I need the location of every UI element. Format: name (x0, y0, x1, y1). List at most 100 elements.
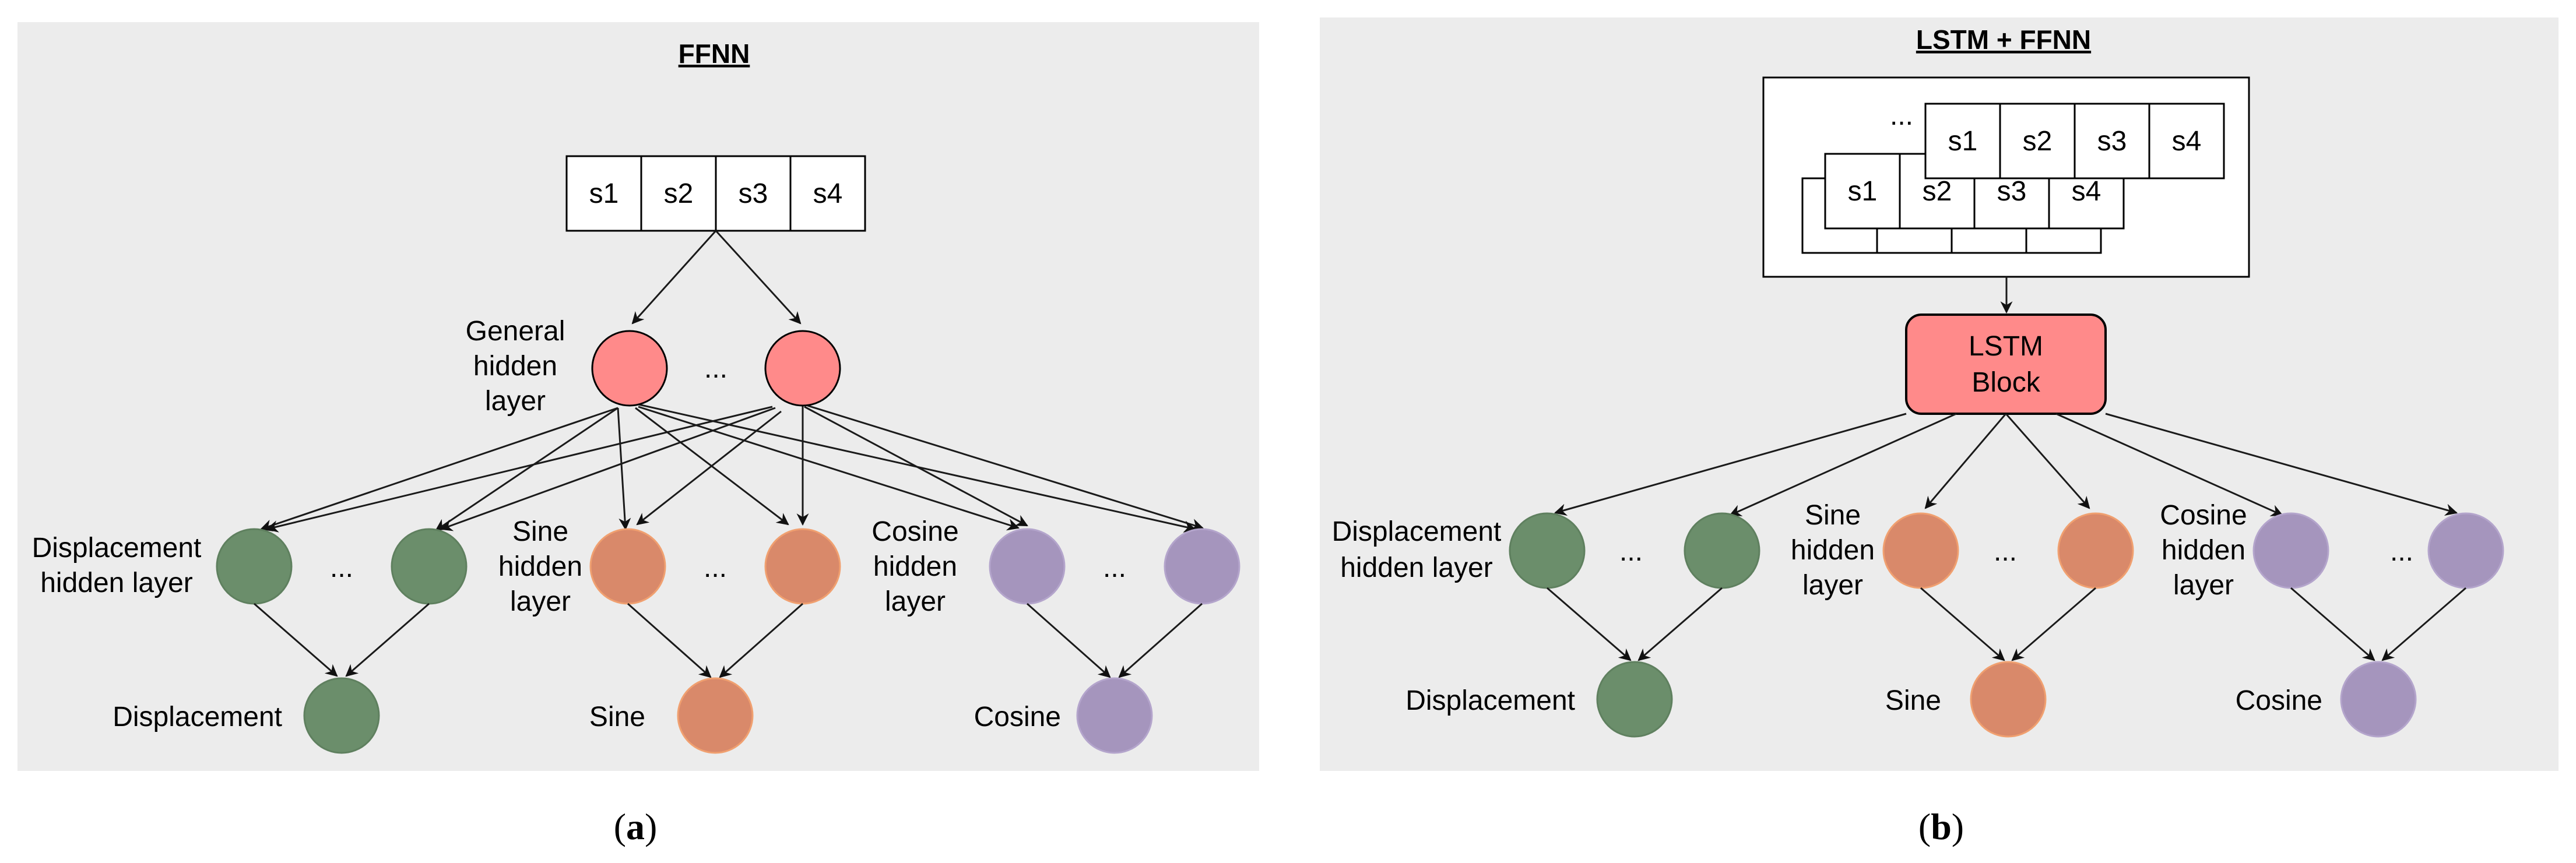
edge (2290, 587, 2375, 661)
general-hidden-node (764, 330, 841, 407)
edge (719, 603, 803, 678)
edge (1027, 603, 1111, 678)
ellipsis: ... (2390, 536, 2413, 567)
edge (617, 407, 631, 531)
input-cell-s1 (1924, 103, 2001, 179)
panel-a-cosine-hidden: ... Cosine hidden layer (871, 516, 1240, 617)
cosine-hidden-label-line2: hidden (2162, 535, 2245, 566)
panel-b-caption: (b) (1918, 806, 1964, 847)
edge (2055, 413, 2283, 516)
ellipsis: ... (704, 552, 727, 583)
panel-b-title: LSTM + FFNN (1916, 24, 2091, 55)
edge (2005, 413, 2090, 509)
input-cell-s1 (565, 155, 642, 232)
edge (1547, 587, 1632, 661)
edge (1637, 587, 1723, 661)
edge (638, 403, 1197, 533)
edge (265, 406, 773, 533)
sine-hidden-label-line3: layer (510, 586, 571, 617)
sine-output-node (1970, 661, 2047, 738)
displacement-hidden-label-line2: hidden layer (1340, 552, 1493, 583)
edge (1924, 413, 2007, 509)
ellipsis: ... (1994, 536, 2017, 567)
edge (345, 603, 430, 677)
displacement-output-node (1596, 661, 1673, 738)
cosine-hidden-label-line2: hidden (873, 551, 957, 582)
displacement-hidden-label-line1: Displacement (1332, 516, 1502, 547)
panel-a-outputs: Displacement Sine Cosine (113, 677, 1153, 754)
panel-a-edges-hidden (260, 403, 1204, 533)
panel-a-input-vector: s1 s2 s3 s4 (565, 155, 866, 232)
edge (260, 407, 618, 531)
edge (254, 603, 338, 677)
panel-b-displacement-hidden: ... Displacement hidden layer (1332, 512, 1760, 589)
input-label-s1: s1 (589, 178, 619, 209)
cosine-hidden-label-line3: layer (2173, 570, 2234, 601)
edge (2381, 587, 2466, 661)
cosine-output-label: Cosine (974, 702, 1061, 732)
ellipsis: ... (1103, 552, 1126, 583)
sine-hidden-label-line3: layer (1802, 570, 1863, 601)
cosine-hidden-label-line1: Cosine (2160, 500, 2247, 531)
panel-a-displacement-hidden: ... Displacement hidden layer (32, 528, 468, 605)
ellipsis: ... (1619, 536, 1643, 567)
panel-b-edges-output (1547, 587, 2466, 661)
input-cell-s2 (640, 155, 717, 232)
input-label-s3: s3 (2097, 126, 2127, 157)
input-label-s2: s2 (664, 178, 694, 209)
edge (1118, 603, 1203, 678)
input-cell-s1 (1824, 153, 1901, 230)
general-hidden-label-line2: hidden (473, 351, 557, 382)
sequence-vector-front: s1 s2 s3 s4 (1924, 103, 2225, 179)
stack-ellipsis: ... (1890, 100, 1913, 131)
input-cell-s4 (2148, 103, 2225, 179)
ellipsis: ... (330, 552, 353, 583)
input-cell-s4 (789, 155, 866, 232)
sine-hidden-node (1882, 512, 1959, 589)
input-label-s1: s1 (1948, 126, 1978, 157)
panel-b-cosine-hidden: ... Cosine hidden layer (2160, 500, 2504, 601)
panel-b-outputs: Displacement Sine Cosine (1405, 661, 2417, 738)
displacement-hidden-node (1509, 512, 1586, 589)
cosine-output-label: Cosine (2236, 685, 2322, 716)
panel-a-general-hidden: ... General hidden layer (466, 316, 841, 417)
panel-b-edges-hidden (1554, 413, 2458, 516)
edge (2011, 587, 2096, 661)
edge (2105, 413, 2458, 516)
displacement-hidden-label-line2: hidden layer (40, 568, 193, 598)
lstm-block: LSTM Block (1905, 314, 2107, 415)
displacement-hidden-node (216, 528, 293, 605)
sine-hidden-node (589, 528, 666, 605)
general-hidden-node (591, 330, 668, 407)
cosine-output-node (2340, 661, 2417, 738)
displacement-output-label: Displacement (113, 702, 282, 732)
input-cell-s3 (715, 155, 792, 232)
panel-a-sine-hidden: ... Sine hidden layer (498, 516, 841, 617)
edge (1554, 413, 1907, 516)
lstm-block-label-line1: LSTM (1969, 331, 2043, 362)
input-cell-s2 (1999, 103, 2076, 179)
sine-hidden-label-line1: Sine (1805, 500, 1861, 531)
cosine-hidden-node (2252, 512, 2329, 589)
sine-hidden-node (764, 528, 841, 605)
general-hidden-label-line3: layer (485, 386, 546, 417)
sine-hidden-label-line2: hidden (498, 551, 582, 582)
input-label-s4: s4 (2072, 176, 2101, 207)
edge (440, 407, 776, 531)
sine-output-label: Sine (589, 702, 645, 732)
general-hidden-label-line1: General (466, 316, 565, 347)
cosine-output-node (1076, 677, 1153, 754)
input-label-s2: s2 (1923, 176, 1952, 207)
edge (638, 406, 1020, 531)
input-label-s3: s3 (739, 178, 768, 209)
sine-hidden-label-line1: Sine (512, 516, 568, 547)
sine-hidden-label-line2: hidden (1791, 535, 1875, 566)
input-label-s2: s2 (2023, 126, 2053, 157)
panel-a-title: FFNN (679, 38, 750, 69)
cosine-hidden-label-line3: layer (885, 586, 946, 617)
panel-a-edges-output (254, 603, 1203, 678)
sine-output-label: Sine (1885, 685, 1941, 716)
ellipsis: ... (704, 353, 728, 384)
panel-a-edges-input (631, 230, 802, 325)
